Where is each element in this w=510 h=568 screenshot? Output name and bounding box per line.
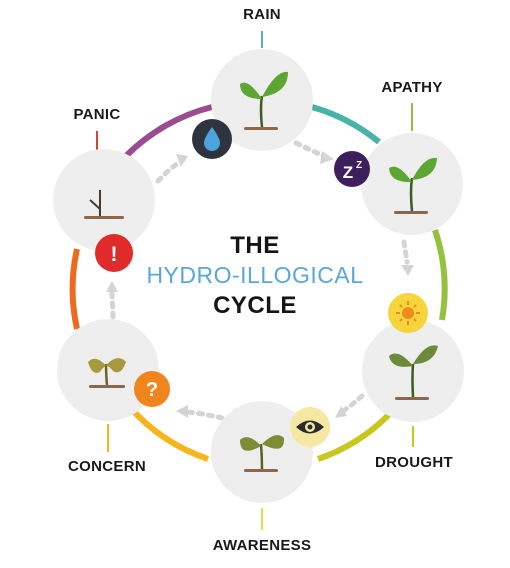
plant-awareness <box>240 435 285 472</box>
arrow-heads <box>106 151 414 418</box>
arrow-apathy-to-drought <box>401 239 410 265</box>
title-line-the: THE <box>230 232 280 259</box>
arrowhead-apathy <box>320 151 334 164</box>
svg-text:!: ! <box>111 243 118 266</box>
arrow-concern-to-panic <box>109 290 116 320</box>
ring-arc-drought-awareness <box>317 405 399 462</box>
arrowhead-rain <box>176 154 188 167</box>
arrow-drought-to-awareness <box>340 393 365 414</box>
label-awareness: AWARENESS <box>212 537 312 554</box>
eye-icon <box>290 407 330 447</box>
arrowhead-drought <box>401 265 414 276</box>
exclamation-mark-icon: ! <box>95 234 133 272</box>
arrow-rain-to-apathy <box>293 140 327 159</box>
node-concern <box>57 319 159 421</box>
label-drought: DROUGHT <box>375 454 453 471</box>
label-rain: RAIN <box>243 6 281 23</box>
plant-apathy <box>389 157 437 214</box>
arrow-awareness-to-concern <box>185 409 225 421</box>
water-drop-icon <box>192 119 232 159</box>
arrowhead-panic <box>106 281 118 292</box>
ring-arc-panic-rain <box>123 104 213 159</box>
label-panic: PANIC <box>73 106 121 123</box>
title-line-cycle: CYCLE <box>213 292 297 319</box>
ring-arc-apathy-drought <box>432 229 448 321</box>
ring-arc-concern-panic <box>69 248 80 330</box>
plant-panic <box>84 190 124 219</box>
label-concern: CONCERN <box>68 458 146 475</box>
svg-text:Z: Z <box>356 160 362 171</box>
arrowhead-awareness <box>335 406 347 418</box>
plant-rain <box>240 71 288 130</box>
plant-drought <box>389 345 438 400</box>
plant-concern <box>88 358 126 388</box>
svg-text:Z: Z <box>343 163 353 182</box>
arrowhead-concern <box>176 405 188 418</box>
question-mark-icon: ? <box>134 371 170 407</box>
svg-text:?: ? <box>146 379 158 401</box>
ring-arc-awareness-concern <box>124 402 209 462</box>
node-panic <box>53 149 155 251</box>
ring-arc-rain-apathy <box>311 104 381 145</box>
label-apathy: APATHY <box>381 79 443 96</box>
sleep-zz-icon: Z Z <box>334 151 370 187</box>
label-leader-lines <box>96 31 414 530</box>
title-line-hydro-illogical: HYDRO-ILLOGICAL <box>146 262 364 288</box>
sun-icon <box>388 293 428 333</box>
arrow-panic-to-rain <box>155 159 183 184</box>
